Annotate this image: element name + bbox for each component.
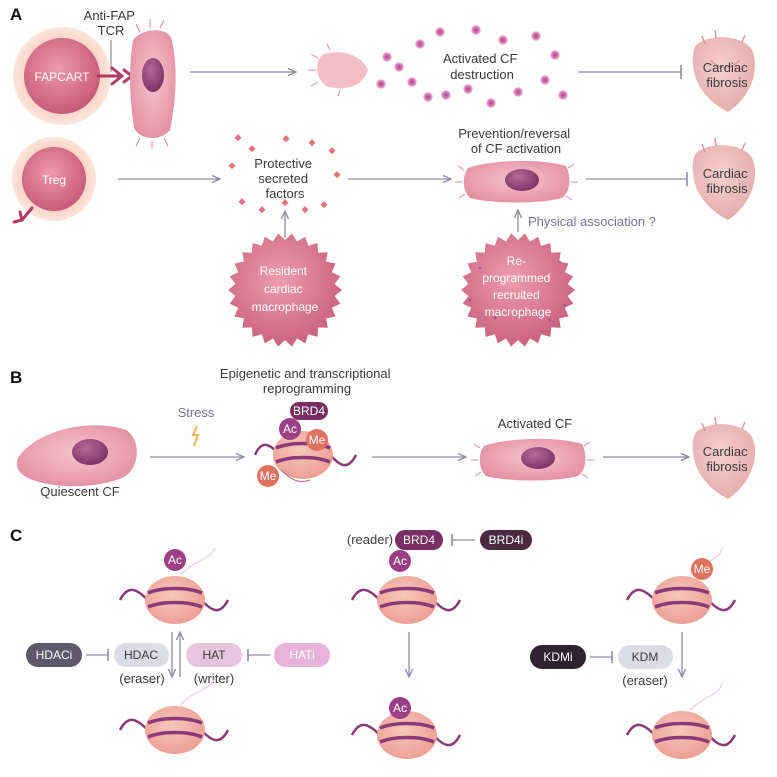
cardiac-fibrosis-label-2: Cardiac fibrosis [703, 166, 751, 196]
kdm-label: KDM [632, 650, 659, 664]
ac-label-c-middle-bottom: Ac [393, 701, 407, 715]
prevention-reversal-label: Prevention/reversal of CF activation [458, 126, 574, 156]
treg-receptor-icon [12, 206, 34, 224]
kdmi-label: KDMi [543, 650, 572, 664]
kdm-pill: KDM [618, 645, 673, 669]
treg-cell: Treg [12, 137, 96, 221]
hat-label: HAT [202, 648, 226, 662]
secreted-factors-icon [228, 134, 341, 214]
heart-icon-2 [692, 137, 755, 220]
treg-label: Treg [42, 173, 66, 187]
brd4-label-b: BRD4 [293, 404, 325, 418]
me-badge-c-right: Me [691, 558, 713, 580]
hdac-label: HDAC [124, 648, 158, 662]
anti-fap-tcr-label: Anti-FAP TCR [84, 8, 139, 38]
me-badge-b-top: Me [306, 429, 328, 451]
ac-badge-c-middle-bottom: Ac [389, 697, 411, 719]
brd4i-label: BRD4i [489, 533, 524, 547]
kdmi-pill: KDMi [530, 645, 586, 669]
brd4-label-c: BRD4 [403, 533, 435, 547]
reprogrammed-macrophage: Re- programmed recruited macrophage [461, 233, 575, 347]
ac-label-b: Ac [283, 422, 297, 436]
resident-macrophage-label: Resident cardiac macrophage [252, 264, 319, 314]
brd4i-pill: BRD4i [480, 530, 532, 550]
brd4-pill-c: BRD4 [395, 530, 443, 550]
panel-c-letter: C [10, 526, 22, 545]
stress-lightning-icon [191, 425, 200, 447]
me-label-b-bottom: Me [260, 469, 277, 483]
hdaci-label: HDACi [36, 648, 73, 662]
activated-fibroblast-b [471, 438, 594, 481]
activated-cf-label: Activated CF [498, 416, 572, 431]
ac-badge-b: Ac [279, 418, 301, 440]
resident-macrophage: Resident cardiac macrophage [228, 233, 342, 347]
fapcart-label: FAPCART [34, 70, 90, 84]
stress-label: Stress [178, 405, 215, 420]
quiescent-cf-label: Quiescent CF [40, 484, 120, 499]
nucleosome-c-left-top [118, 547, 230, 624]
physical-association-label: Physical association ? [528, 214, 656, 229]
hdac-eraser-label: (eraser) [119, 671, 165, 686]
hati-pill: HATi [274, 643, 330, 667]
quiescent-fibroblast [16, 425, 137, 487]
hdaci-pill: HDACi [26, 643, 82, 667]
kdm-eraser-label: (eraser) [622, 673, 668, 688]
ac-badge-c-left: Ac [164, 549, 186, 571]
me-label-b-top: Me [309, 433, 326, 447]
cardiac-fibroblast-vertical [130, 19, 176, 149]
protective-factors-label: Protective secreted factors [254, 156, 315, 201]
ac-label-c-middle-top: Ac [393, 554, 407, 568]
panel-a-letter: A [10, 5, 22, 24]
epigenetic-reprogramming-label: Epigenetic and transcriptional reprogram… [220, 366, 394, 396]
hati-label: HATi [289, 648, 314, 662]
brd4-badge-b: BRD4 [290, 402, 328, 420]
activated-cf-destruction-label: Activated CF destruction [443, 51, 521, 82]
heart-icon-3 [692, 416, 755, 499]
debris-particles [376, 25, 568, 108]
nucleosome-c-right-top [625, 547, 737, 624]
cardiac-fibrosis-label-1: Cardiac fibrosis [703, 60, 751, 90]
me-label-c-right: Me [694, 562, 711, 576]
cardiac-fibroblast-horizontal-a [455, 160, 578, 203]
cardiac-fibrosis-label-3: Cardiac fibrosis [703, 444, 751, 474]
hat-pill: HAT [186, 643, 242, 667]
ac-label-c-left: Ac [168, 553, 182, 567]
heart-icon-1 [692, 29, 755, 113]
nucleosome-c-middle-top [350, 576, 462, 624]
reprogrammed-macrophage-label: Re- programmed recruited macrophage [482, 254, 553, 319]
destroyed-fibroblast [308, 43, 368, 97]
fapcart-cell: FAPCART [13, 27, 111, 125]
panel-b-letter: B [10, 368, 22, 387]
ac-badge-c-middle-top: Ac [389, 550, 411, 572]
nucleosome-c-right-bottom [625, 682, 737, 759]
reader-label: (reader) [347, 532, 393, 547]
me-badge-b-bottom: Me [257, 465, 279, 487]
nucleosome-c-left-bottom [118, 677, 230, 754]
hdac-pill: HDAC [114, 643, 169, 667]
nucleosome-c-middle-bottom [350, 711, 462, 759]
